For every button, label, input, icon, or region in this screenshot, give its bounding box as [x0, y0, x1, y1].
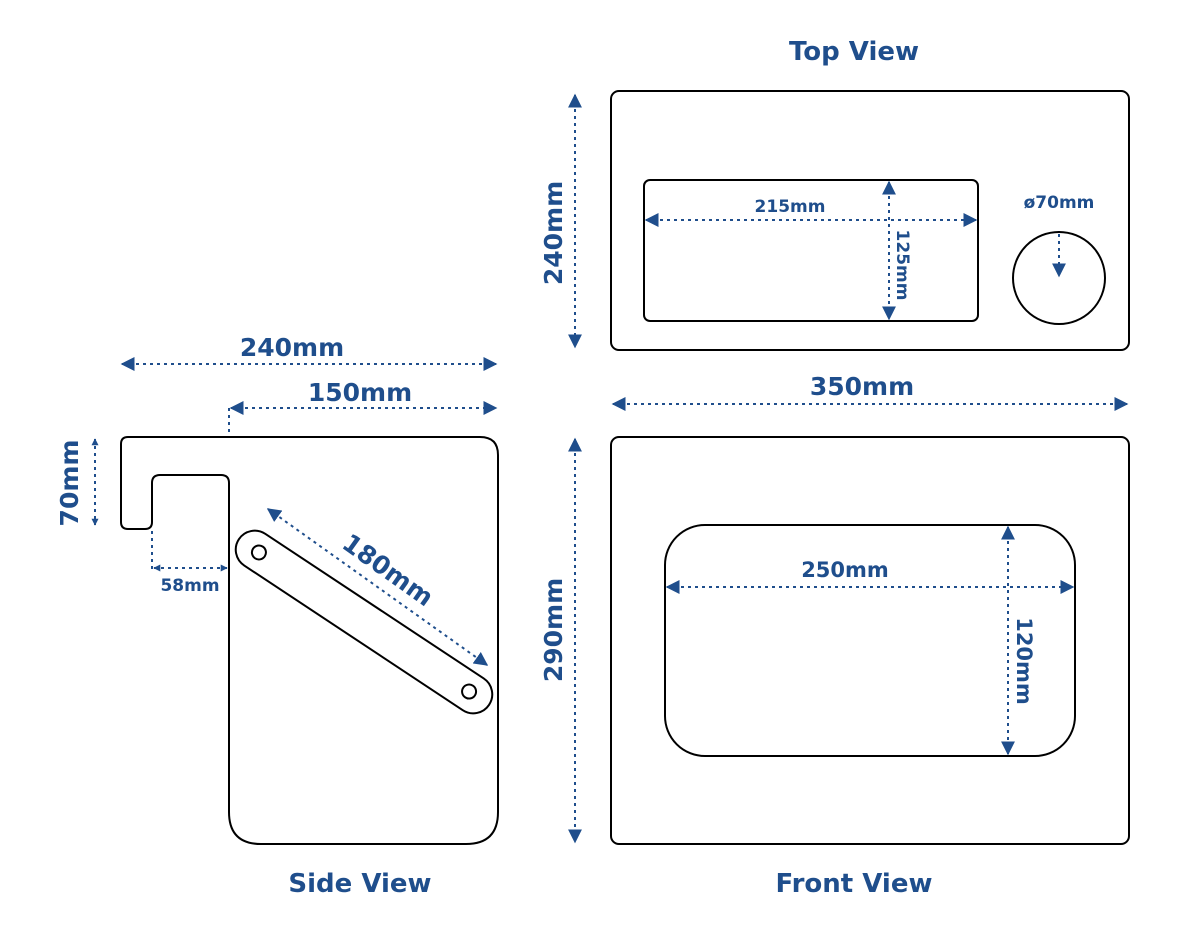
side-body-depth-label: 150mm	[308, 378, 412, 407]
front-height-label: 290mm	[539, 578, 568, 682]
window-height-label: 120mm	[1012, 617, 1036, 705]
window-width-label: 250mm	[801, 558, 889, 582]
recess-depth-label: 125mm	[892, 230, 912, 301]
recess-width-label: 215mm	[755, 197, 826, 217]
front-width-label: 350mm	[810, 372, 914, 401]
side-total-depth-label: 240mm	[240, 333, 344, 362]
front-view-title: Front View	[775, 869, 932, 899]
top-view-title: Top View	[789, 37, 919, 67]
handle-pivot-bottom	[461, 683, 478, 700]
front-view: 350mm 290mm 250mm 120mm Front View	[539, 372, 1130, 899]
hole-diameter-label: ø70mm	[1024, 193, 1095, 213]
top-view: Top View 240mm 215mm 125mm ø70mm	[539, 37, 1130, 351]
side-view-outline	[120, 436, 499, 845]
top-height-label: 240mm	[539, 181, 568, 285]
hook-height-label: 70mm	[55, 440, 84, 527]
side-view-title: Side View	[288, 869, 431, 899]
hook-gap-label: 58mm	[160, 576, 219, 596]
side-view: 240mm 150mm 70mm 58mm 180mm Side View	[55, 333, 499, 899]
handle-pivot-top	[250, 544, 267, 561]
handle-length-dimension-line	[266, 508, 489, 666]
top-view-hole	[1012, 231, 1106, 325]
